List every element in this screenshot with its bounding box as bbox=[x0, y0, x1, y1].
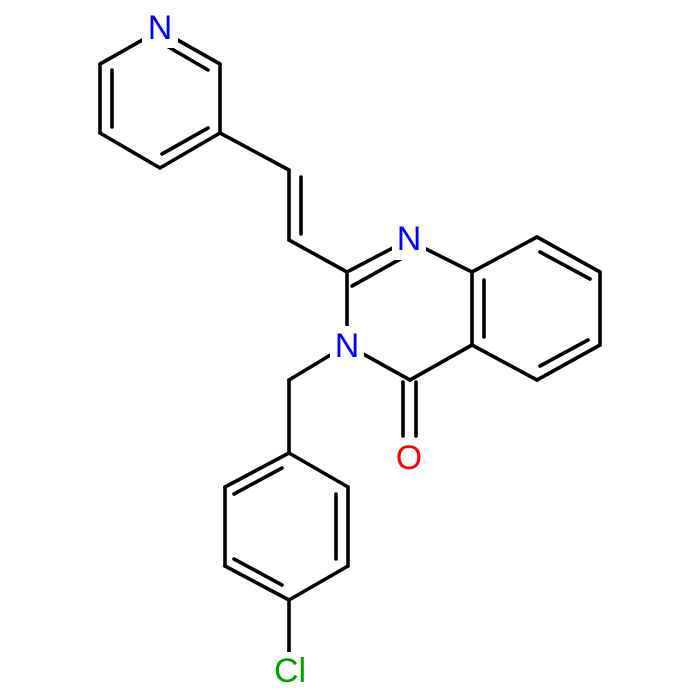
atom-label-ring-nitrogen-3: N bbox=[335, 327, 360, 365]
atom-labels: N N N O Cl bbox=[142, 9, 428, 692]
double-bond-inner bbox=[232, 466, 284, 496]
double-bond-inner bbox=[538, 250, 592, 281]
atom-label-pyridine-nitrogen: N bbox=[148, 9, 173, 47]
pyridine-ring bbox=[98, 28, 222, 170]
atom-label-chlorine: Cl bbox=[274, 652, 306, 690]
bond bbox=[535, 343, 602, 382]
chlorophenyl-ring bbox=[223, 451, 350, 602]
bond bbox=[470, 235, 539, 274]
double-bond-inner bbox=[350, 255, 406, 288]
vinyl-linker bbox=[218, 131, 349, 274]
bond bbox=[287, 564, 350, 602]
bond bbox=[223, 451, 291, 489]
bond bbox=[535, 235, 602, 274]
bond bbox=[287, 451, 350, 489]
pyrimidinone-ring bbox=[345, 238, 474, 382]
double-bond-inner bbox=[232, 557, 284, 587]
bond bbox=[408, 343, 474, 382]
bond bbox=[223, 564, 291, 602]
bond bbox=[470, 343, 539, 382]
double-bond-inner bbox=[538, 338, 590, 368]
bond bbox=[287, 238, 349, 274]
double-bond-inner bbox=[163, 43, 210, 72]
carbonyl bbox=[401, 380, 418, 438]
bond bbox=[158, 131, 222, 170]
double-bond-inner bbox=[160, 126, 210, 156]
benzo-ring bbox=[470, 235, 602, 382]
bond bbox=[98, 131, 162, 170]
bond bbox=[218, 131, 291, 172]
atom-label-carbonyl-oxygen: O bbox=[396, 439, 422, 477]
atom-label-ring-nitrogen-1: N bbox=[397, 220, 422, 258]
